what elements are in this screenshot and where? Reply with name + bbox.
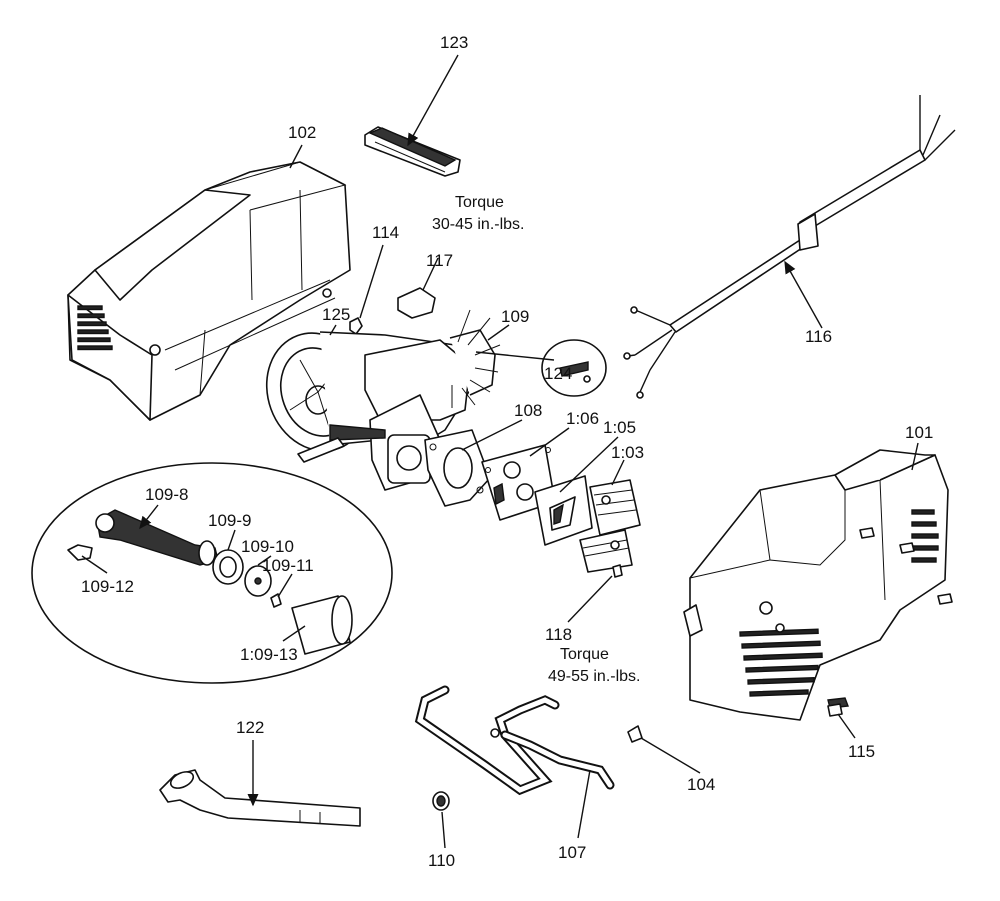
label-109: 109 xyxy=(501,307,529,326)
torque-lower-title: Torque xyxy=(560,646,609,663)
fitting-104 xyxy=(627,725,643,743)
label-105: 1:05 xyxy=(603,418,636,437)
label-109-8: 109-8 xyxy=(145,485,188,504)
tube-122 xyxy=(159,769,361,827)
screws-101 xyxy=(827,527,953,717)
label-109-9: 109-9 xyxy=(208,511,251,530)
part-124-inset xyxy=(541,339,607,397)
label-109-12: 109-12 xyxy=(81,577,134,596)
pad-117 xyxy=(397,287,436,319)
clamp-110 xyxy=(432,791,450,811)
label-118: 118 xyxy=(545,625,572,644)
gasket-108 xyxy=(424,429,491,507)
label-115: 115 xyxy=(848,742,875,761)
torque-lower-value: 49-55 in.-lbs. xyxy=(548,668,641,685)
label-101: 101 xyxy=(905,423,933,442)
label-109-10: 109-10 xyxy=(241,537,294,556)
label-104: 104 xyxy=(687,775,715,794)
label-109-11: 109-11 xyxy=(262,556,314,575)
power-cord-116 xyxy=(623,95,956,399)
inset-pointer-arrow xyxy=(297,437,345,463)
tube-107 xyxy=(414,685,615,796)
label-109-13: 1:09-13 xyxy=(240,645,298,664)
label-117: 117 xyxy=(426,251,453,270)
cylinder-head-103 xyxy=(579,479,641,573)
clip-114 xyxy=(349,317,363,335)
label-116: 116 xyxy=(805,327,832,346)
label-123: 123 xyxy=(440,33,468,52)
part-labels: 123 102 114 117 125 109 124 108 1:06 1:0… xyxy=(81,33,933,870)
label-103: 1:03 xyxy=(611,443,644,462)
label-107: 107 xyxy=(558,843,586,862)
torque-upper-title: Torque xyxy=(455,194,504,211)
label-124: 124 xyxy=(544,364,572,383)
bolt-118 xyxy=(612,564,623,578)
label-108: 108 xyxy=(514,401,542,420)
leader-lines xyxy=(81,54,919,849)
label-110: 110 xyxy=(428,851,455,870)
label-125: 125 xyxy=(322,305,350,324)
motor-pump-assembly-109 xyxy=(265,309,501,491)
head-gasket-105 xyxy=(534,475,593,546)
label-122: 122 xyxy=(236,718,264,737)
handle-grip-123 xyxy=(364,126,461,177)
connecting-rod-inset xyxy=(31,462,393,684)
label-102: 102 xyxy=(288,123,316,142)
torque-upper-value: 30-45 in.-lbs. xyxy=(432,216,525,233)
label-114: 114 xyxy=(372,223,399,242)
label-106: 1:06 xyxy=(566,409,599,428)
right-shroud-101 xyxy=(683,449,949,721)
left-shroud-102 xyxy=(67,161,351,421)
